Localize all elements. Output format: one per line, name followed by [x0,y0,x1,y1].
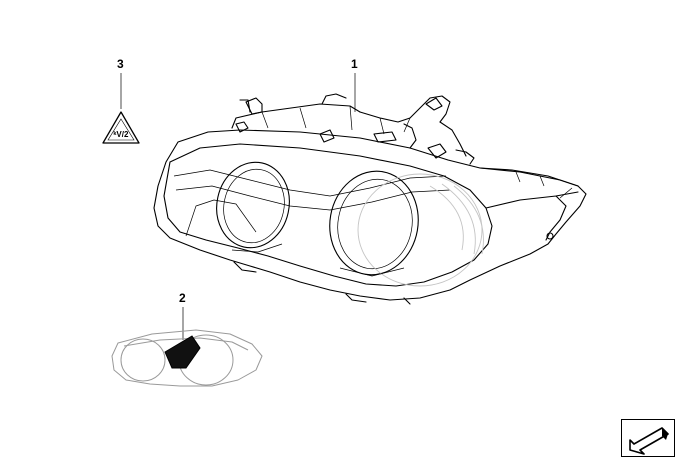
housing-outline [153,129,587,301]
triangle-warning-icon[interactable]: ᵏV/2 [102,111,140,144]
callout-2-group[interactable]: 2 [179,291,186,340]
navigation-button[interactable] [621,419,675,457]
lens-bezel [163,143,493,287]
headlight-assembly[interactable] [153,93,587,305]
low-beam-projector [216,161,290,253]
bezel-crossbar [173,169,451,211]
high-beam-projector [329,170,483,287]
callout-1-group[interactable]: 1 [351,57,358,112]
callout-label-2[interactable]: 2 [179,291,186,305]
lens-cover-outline[interactable] [111,329,263,387]
arrow-down-left-icon [629,427,669,455]
lens-cover-highlight [164,335,201,369]
callout-label-3[interactable]: 3 [117,57,124,71]
callout-label-1[interactable]: 1 [351,57,358,71]
warning-symbol-text: ᵏV/2 [114,130,129,139]
housing-rear [231,93,475,165]
side-flange [479,167,579,241]
indicator-reflector [429,183,484,255]
callout-3-group[interactable]: 3 ᵏV/2 [102,57,140,144]
